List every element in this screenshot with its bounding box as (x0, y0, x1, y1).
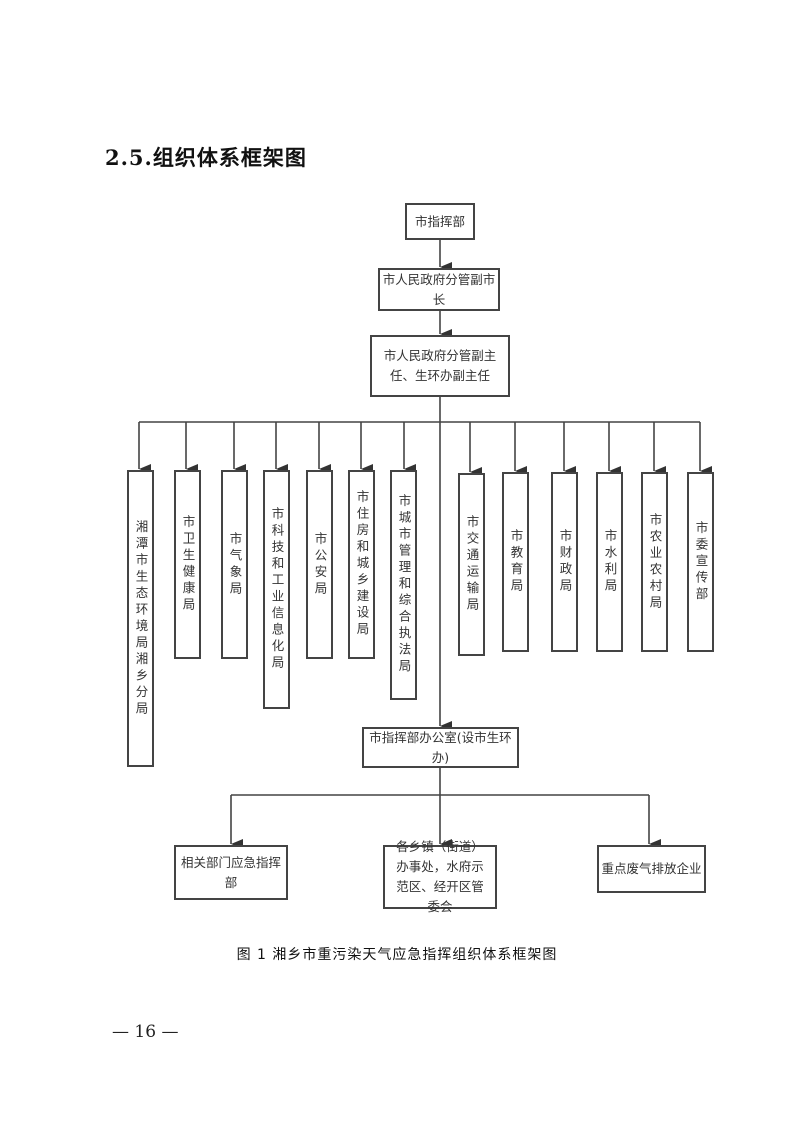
dept-health-bureau: 市卫生健康局 (174, 470, 201, 659)
node-townships-and-zones-label: 各乡镇（街道）办事处，水府示范区、经开区管委会 (396, 839, 484, 914)
dept-science-industry-bureau: 市科技和工业信息化局 (263, 470, 290, 709)
dept-housing-construction-bureau: 市住房和城乡建设局 (348, 470, 375, 659)
node-related-department-command: 相关部门应急指挥部 (174, 845, 288, 900)
dept-finance-bureau: 市财政局 (551, 472, 578, 652)
dept-ecology-environment-bureau: 湘潭市生态环境局湘乡分局 (127, 470, 154, 767)
dept-meteorology-bureau: 市气象局 (221, 470, 248, 659)
dept-publicity-department: 市委宣传部 (687, 472, 714, 652)
figure-caption: 图 1 湘乡市重污染天气应急指挥组织体系框架图 (236, 947, 558, 963)
node-vice-mayor: 市人民政府分管副市长 (378, 268, 500, 311)
dept-education-bureau: 市教育局 (502, 472, 529, 652)
page-number: — 16 — (112, 1022, 179, 1042)
dept-public-security-bureau: 市公安局 (306, 470, 333, 659)
node-city-command: 市指挥部 (405, 203, 475, 240)
node-deputy-directors-label: 市人民政府分管副主任、生环办副主任 (383, 348, 497, 383)
node-command-office: 市指挥部办公室(设市生环办) (362, 727, 519, 768)
dept-urban-management-bureau: 市城市管理和综合执法局 (390, 470, 417, 700)
node-townships-and-zones: 各乡镇（街道）办事处，水府示范区、经开区管委会 (383, 839, 497, 914)
dept-agriculture-bureau: 市农业农村局 (641, 472, 668, 652)
dept-water-resources-bureau: 市水利局 (596, 472, 623, 652)
node-key-emission-enterprises: 重点废气排放企业 (597, 845, 706, 893)
section-title: 2.5.组织体系框架图 (105, 145, 307, 170)
node-deputy-directors: 市人民政府分管副主任、生环办副主任 (370, 335, 510, 397)
dept-transport-bureau: 市交通运输局 (458, 473, 485, 656)
